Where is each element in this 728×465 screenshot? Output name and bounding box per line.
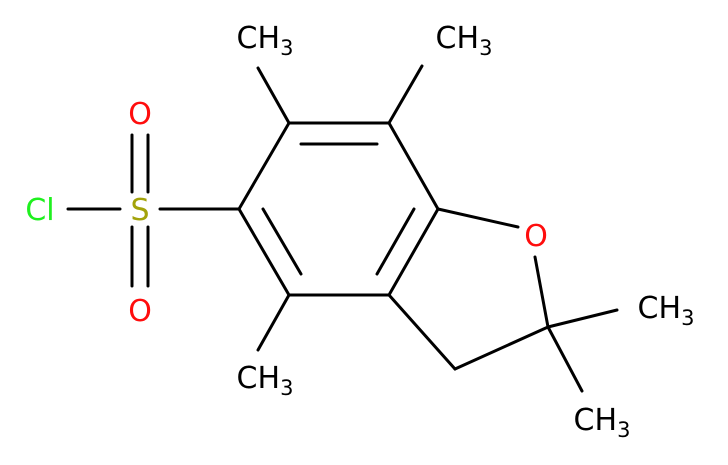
bond-c6-c5: [237, 121, 291, 211]
methyl-c7-count: 3: [479, 36, 492, 60]
bond-o-c2: [533, 255, 550, 329]
bond-c3-c3a: [387, 293, 457, 371]
methyl-c2b-count: 3: [617, 418, 630, 442]
furan-ring: [387, 207, 550, 371]
oxygen-bottom-label: O: [128, 294, 152, 329]
bond-c7-methyl: [387, 64, 424, 125]
sulfonyl-bonds: [66, 133, 241, 288]
oxygen-ring-label: O: [524, 219, 548, 254]
oxygen-top-label: O: [128, 97, 152, 132]
methyl-c7-symbol: CH: [436, 21, 480, 56]
methyl-c6-count: 3: [280, 36, 293, 60]
methyl-bonds: [256, 64, 619, 393]
bond-c4-methyl: [256, 293, 291, 352]
methyl-c2b-symbol: CH: [574, 403, 618, 438]
methyl-c4-symbol: CH: [237, 361, 281, 396]
sulfur-label: S: [130, 193, 149, 228]
methyl-c7-label: CH3: [436, 21, 493, 60]
bond-c2-methyl-a: [546, 308, 619, 329]
methyl-c2a-symbol: CH: [638, 291, 682, 326]
bond-c5-c4-inner: [261, 207, 303, 276]
methyl-c6-symbol: CH: [237, 21, 281, 56]
methyl-c2b-label: CH3: [574, 403, 631, 442]
bond-c2-methyl-b: [546, 325, 584, 393]
methyl-c6-label: CH3: [237, 21, 294, 60]
bond-c6-methyl: [256, 66, 291, 125]
methyl-c2a-count: 3: [681, 306, 694, 330]
methyl-c4-count: 3: [280, 376, 293, 400]
chlorine-label: Cl: [25, 193, 54, 228]
methyl-c2a-label: CH3: [638, 291, 695, 330]
benzene-ring: [237, 121, 440, 297]
bond-c7a-o: [436, 207, 520, 229]
bond-c2-c3: [453, 325, 550, 371]
bond-c3a-c7a-inner: [375, 207, 416, 276]
methyl-c4-label: CH3: [237, 361, 294, 400]
bond-c5-c4: [237, 207, 291, 297]
bond-c7a-c7: [387, 121, 440, 211]
bond-c3a-c7a: [387, 207, 440, 297]
